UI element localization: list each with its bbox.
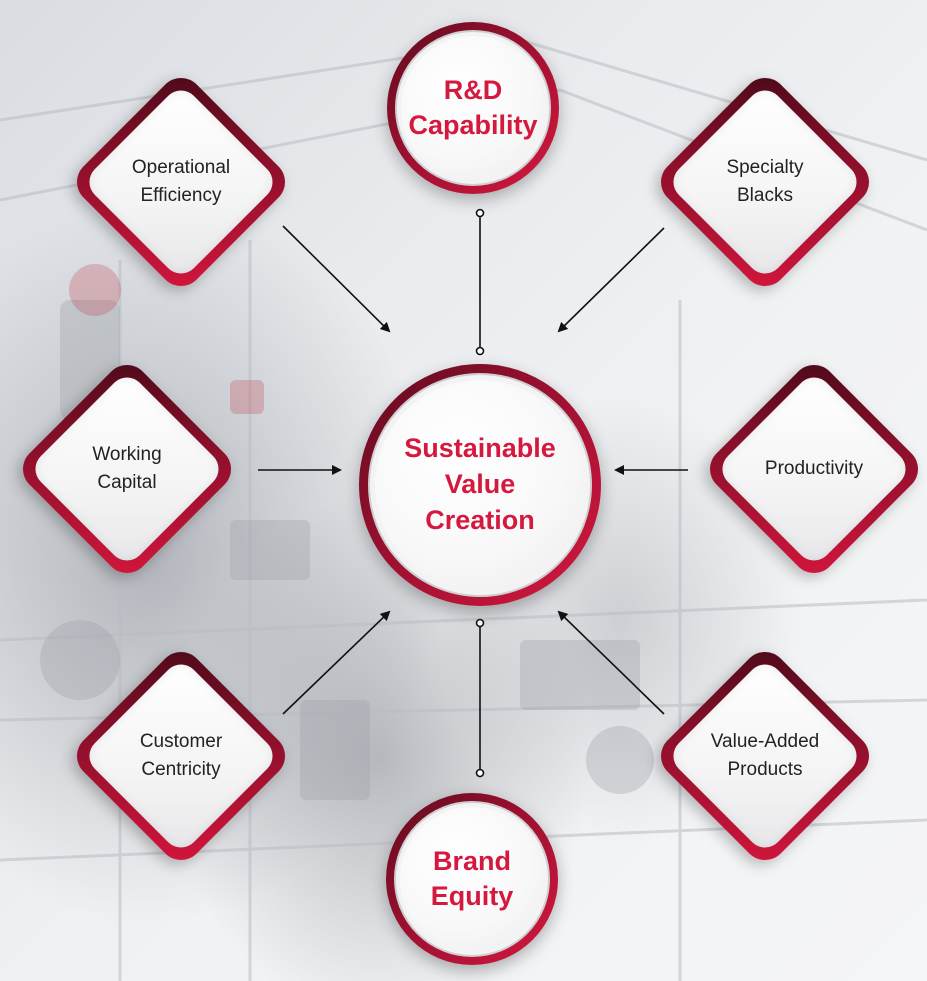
arrow-specialty-to-center [557, 227, 665, 333]
operational-efficiency-label: Operational Efficiency [131, 157, 231, 206]
rd-capability-label: R&D Capability [408, 74, 538, 140]
productivity-label: Productivity [764, 458, 864, 480]
connector-node [475, 346, 485, 356]
value-added-products-label: Value-Added Products [710, 731, 820, 780]
rd-capability-circle: R&D Capability [387, 22, 559, 194]
circle-core: Sustainable Value Creation [375, 380, 585, 590]
brand-equity-label: Brand Equity [430, 845, 514, 911]
arrow-customer-to-center [282, 610, 391, 715]
sustainable-value-creation-circle: Sustainable Value Creation [359, 364, 601, 606]
customer-centricity-label: Customer Centricity [139, 731, 223, 780]
specialty-blacks-label: Specialty Blacks [726, 157, 804, 206]
center-label: Sustainable Value Creation [404, 433, 556, 535]
circle-core: R&D Capability [401, 36, 545, 180]
specialty-blacks-diamond: Specialty Blacks [645, 62, 885, 302]
productivity-diamond: Productivity [694, 349, 927, 589]
arrow-valueadded-to-center [557, 610, 665, 715]
connector-node [475, 768, 485, 778]
connector-node [475, 208, 485, 218]
brand-equity-circle: Brand Equity [386, 793, 558, 965]
circle-core: Brand Equity [400, 807, 544, 951]
arrow-operational-to-center [282, 225, 391, 333]
customer-centricity-diamond: Customer Centricity [61, 636, 301, 876]
working-capital-diamond: Working Capital [7, 349, 247, 589]
working-capital-label: Working Capital [92, 444, 162, 493]
connector-node [475, 618, 485, 628]
value-added-products-diamond: Value-Added Products [645, 636, 885, 876]
operational-efficiency-diamond: Operational Efficiency [61, 62, 301, 302]
